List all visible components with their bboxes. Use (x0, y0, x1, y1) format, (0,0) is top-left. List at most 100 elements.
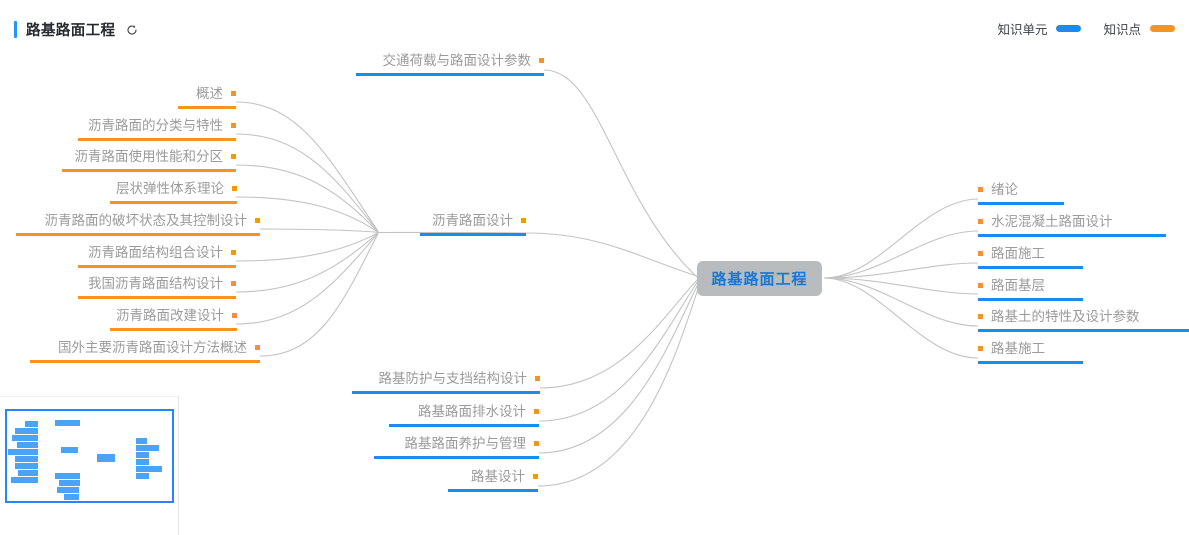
node-underline (978, 298, 1083, 301)
node-right-0[interactable]: 绪论 (978, 181, 1064, 205)
page-header: 路基路面工程 知识单元 知识点 (0, 0, 1189, 55)
node-underline (178, 106, 236, 109)
node-left-8[interactable]: 国外主要沥青路面设计方法概述 (30, 339, 260, 363)
node-bullet-icon (539, 57, 544, 63)
node-right-5[interactable]: 路基施工 (978, 340, 1083, 364)
node-bullet-icon (534, 408, 539, 414)
node-left-2[interactable]: 沥青路面使用性能和分区 (62, 148, 236, 172)
node-center-bottom-2[interactable]: 路基路面养护与管理 (374, 435, 539, 459)
node-bullet-icon (978, 218, 983, 224)
refresh-circle-icon[interactable] (126, 24, 138, 36)
minimap-block (25, 421, 38, 427)
node-label: 路基施工 (991, 341, 1045, 356)
minimap-block (12, 435, 38, 441)
minimap-block (55, 420, 80, 426)
node-bullet-icon (255, 217, 260, 223)
title-accent-bar (14, 21, 17, 38)
minimap-block (61, 447, 78, 453)
node-bullet-icon (231, 153, 236, 159)
node-left-4[interactable]: 沥青路面的破坏状态及其控制设计 (16, 212, 260, 236)
node-left-1[interactable]: 沥青路面的分类与特性 (78, 117, 236, 141)
node-underline (352, 391, 540, 394)
node-label: 沥青路面使用性能和分区 (74, 149, 224, 164)
node-label: 我国沥青路面结构设计 (88, 276, 223, 291)
minimap-block (15, 428, 38, 434)
node-right-1[interactable]: 水泥混凝土路面设计 (978, 213, 1166, 237)
node-bullet-icon (231, 249, 236, 255)
node-label: 沥青路面设计 (432, 213, 513, 228)
node-underline (978, 329, 1189, 332)
graph-minimap[interactable] (0, 396, 179, 535)
node-underline (78, 138, 236, 141)
minimap-block (17, 442, 38, 448)
node-underline (978, 234, 1166, 237)
node-left-0[interactable]: 概述 (178, 85, 236, 109)
legend-item-knowledge-unit[interactable]: 知识单元 (997, 19, 1082, 38)
minimap-viewport-frame[interactable] (5, 409, 174, 503)
node-bullet-icon (232, 185, 237, 191)
node-underline (374, 456, 539, 459)
node-underline (389, 424, 539, 427)
node-bullet-icon (255, 344, 260, 350)
page-title: 路基路面工程 (26, 23, 116, 39)
node-underline (978, 361, 1083, 364)
node-label: 沥青路面改建设计 (116, 308, 224, 323)
node-label: 沥青路面的分类与特性 (88, 118, 223, 133)
orange-pill-swatch (1150, 25, 1175, 32)
node-bullet-icon (231, 280, 236, 286)
node-underline (78, 296, 236, 299)
node-right-4[interactable]: 路基土的特性及设计参数 (978, 308, 1189, 332)
node-bullet-icon (232, 312, 237, 318)
node-underline (448, 489, 538, 492)
blue-pill-swatch (1056, 25, 1082, 32)
node-underline (110, 201, 237, 204)
minimap-block (97, 454, 115, 462)
legend: 知识单元 知识点 (997, 19, 1175, 38)
node-right-3[interactable]: 路面基层 (978, 277, 1083, 301)
node-left-3[interactable]: 层状弹性体系理论 (110, 180, 237, 204)
node-center-bottom-0[interactable]: 路基防护与支挡结构设计 (352, 370, 540, 394)
node-left-7[interactable]: 沥青路面改建设计 (110, 307, 237, 331)
minimap-block (11, 477, 38, 483)
node-label: 路基设计 (471, 469, 525, 484)
node-bullet-icon (978, 250, 983, 256)
minimap-block (8, 449, 38, 455)
node-label: 路面基层 (991, 278, 1045, 293)
node-bullet-icon (231, 122, 236, 128)
node-center-bottom-1[interactable]: 路基路面排水设计 (389, 403, 539, 427)
node-asphalt-pavement-design[interactable]: 沥青路面设计 (420, 212, 526, 236)
node-bullet-icon (978, 313, 983, 319)
minimap-block (57, 487, 79, 493)
node-underline (978, 202, 1064, 205)
node-label: 路基土的特性及设计参数 (991, 309, 1140, 324)
minimap-block (59, 480, 80, 486)
minimap-block (15, 456, 38, 462)
node-right-2[interactable]: 路面施工 (978, 245, 1083, 269)
node-label: 绪论 (991, 182, 1018, 197)
node-bullet-icon (521, 217, 526, 223)
node-underline (62, 169, 236, 172)
node-label: 水泥混凝土路面设计 (991, 214, 1113, 229)
node-label: 路基防护与支挡结构设计 (378, 371, 528, 386)
node-underline (356, 73, 544, 76)
node-underline (30, 360, 260, 363)
legend-item-knowledge-point[interactable]: 知识点 (1103, 19, 1175, 38)
node-center-bottom-3[interactable]: 路基设计 (448, 468, 538, 492)
node-bullet-icon (231, 90, 236, 96)
node-underline (16, 233, 260, 236)
root-node[interactable]: 路基路面工程 (697, 261, 822, 296)
node-underline (78, 265, 236, 268)
node-left-5[interactable]: 沥青路面结构组合设计 (78, 244, 236, 268)
minimap-block (18, 470, 38, 476)
node-bullet-icon (978, 186, 983, 192)
title-wrap: 路基路面工程 (14, 19, 138, 40)
node-left-6[interactable]: 我国沥青路面结构设计 (78, 275, 236, 299)
minimap-block (136, 438, 147, 444)
minimap-block (136, 452, 149, 458)
node-bullet-icon (535, 375, 540, 381)
minimap-block (136, 473, 149, 479)
node-underline (420, 233, 526, 236)
minimap-block (136, 466, 162, 472)
node-center-top-0[interactable]: 交通荷载与路面设计参数 (356, 52, 544, 76)
